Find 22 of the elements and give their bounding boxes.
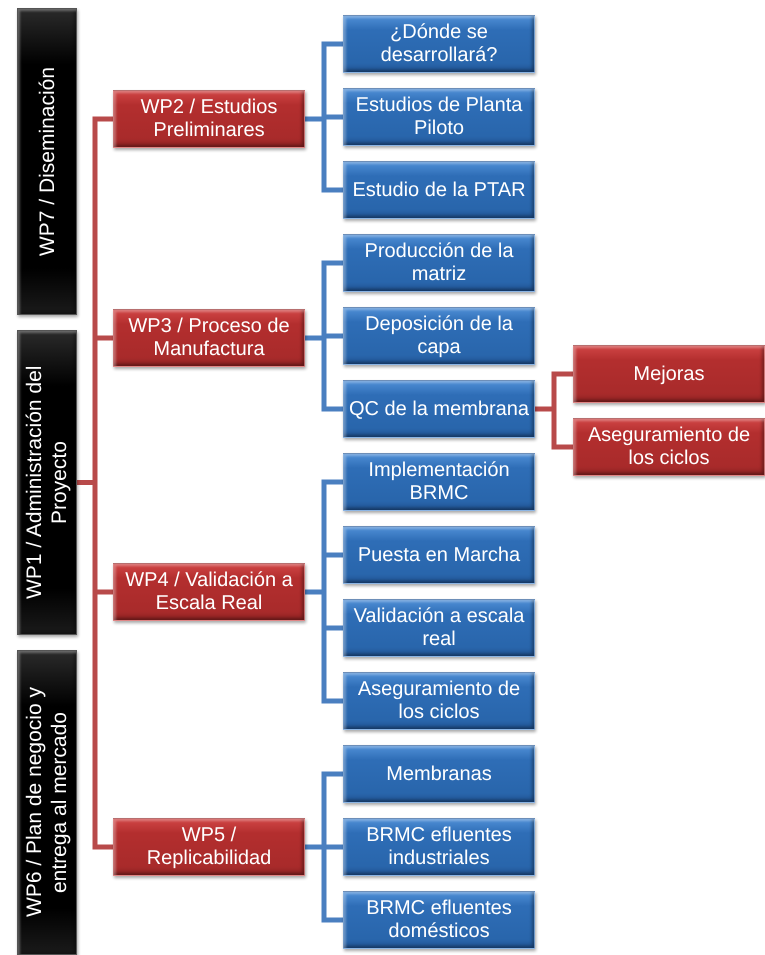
work-package-bar: WP6 / Plan de negocio y entrega al mercado [17, 650, 77, 955]
task-box: QC de la membrana [343, 380, 535, 438]
task-box: Deposición de la capa [343, 307, 535, 365]
task-box: Puesta en Marcha [343, 526, 535, 584]
task-box: Producción de la matriz [343, 234, 535, 292]
task-box: Membranas [343, 745, 535, 803]
work-package-bar: WP1 / Administración del Proyecto [17, 330, 77, 635]
task-box: Implementación BRMC [343, 453, 535, 511]
work-package-box: WP2 / Estudios Preliminares [113, 90, 305, 148]
work-package-box: WP4 / Validación a Escala Real [113, 563, 305, 621]
work-package-box: WP5 / Replicabilidad [113, 818, 305, 876]
task-box: Aseguramiento de los ciclos [343, 672, 535, 730]
task-box: Estudio de la PTAR [343, 161, 535, 219]
work-package-box: Aseguramiento de los ciclos [573, 418, 765, 476]
task-box: ¿Dónde se desarrollará? [343, 15, 535, 73]
task-box: Estudios de Planta Piloto [343, 88, 535, 146]
work-package-box: Mejoras [573, 345, 765, 403]
task-box: BRMC efluentes domésticos [343, 891, 535, 949]
work-package-box: WP3 / Proceso de Manufactura [113, 309, 305, 367]
task-box: BRMC efluentes industriales [343, 818, 535, 876]
task-box: Validación a escala real [343, 599, 535, 657]
work-package-bar: WP7 / Diseminación [17, 8, 77, 315]
